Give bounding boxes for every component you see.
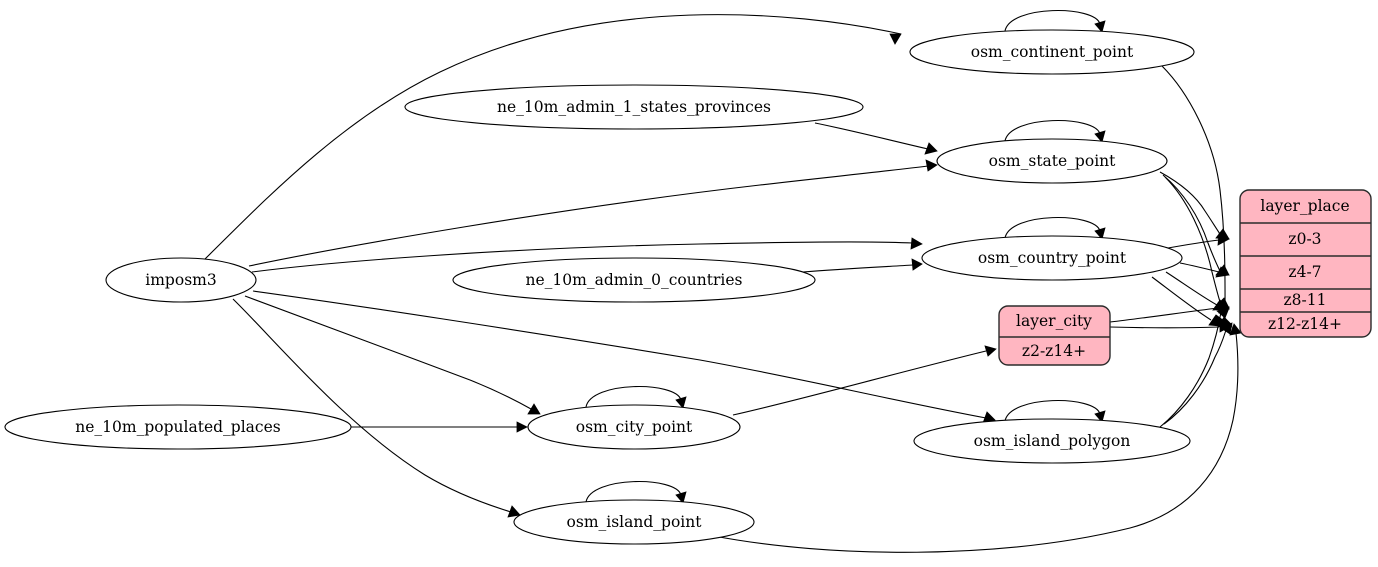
- record-row-layer_place-z4-7[interactable]: z4-7: [1288, 263, 1321, 281]
- edge-osm_island_polygon-to-layer_place-z8-11: [1159, 307, 1230, 428]
- record-row-layer_city-z2-z14plus[interactable]: z2-z14+: [1022, 342, 1086, 360]
- edge-imposm3-to-osm_city_point: [244, 295, 541, 415]
- node-label-ne_10m_admin_0_countries: ne_10m_admin_0_countries: [526, 271, 743, 289]
- edge-imposm3-to-osm_island_polygon: [252, 290, 996, 424]
- edge-self-loop-osm_continent_point: [1004, 10, 1106, 33]
- node-label-osm_continent_point: osm_continent_point: [971, 43, 1134, 61]
- edge-layer: [204, 10, 1242, 553]
- node-label-osm_island_polygon: osm_island_polygon: [974, 432, 1131, 450]
- record-row-layer_place-z0-3[interactable]: z0-3: [1288, 230, 1321, 248]
- node-ne_10m_populated_places[interactable]: ne_10m_populated_places: [4, 404, 352, 450]
- node-label-imposm3: imposm3: [145, 271, 216, 289]
- record-layer: layer_place z0-3 z4-7 z8-11 z12-z14+ lay…: [998, 189, 1372, 366]
- record-row-layer_place-z8-11[interactable]: z8-11: [1284, 291, 1327, 309]
- node-label-ne_10m_admin_1_states_provinces: ne_10m_admin_1_states_provinces: [497, 98, 771, 116]
- edge-self-loop-osm_island_point: [585, 481, 687, 504]
- node-label-osm_city_point: osm_city_point: [576, 418, 693, 436]
- edge-osm_city_point-to-layer_city: [732, 345, 997, 416]
- record-row-layer_place-z12-z14plus[interactable]: z12-z14+: [1268, 315, 1342, 333]
- edge-osm_island_polygon-to-layer_place-z12: [1163, 322, 1233, 425]
- node-label-osm_island_point: osm_island_point: [567, 513, 703, 531]
- edge-ne_10m_admin_1_states_provinces-to-osm_state_point: [814, 122, 938, 155]
- node-label-osm_country_point: osm_country_point: [978, 249, 1127, 267]
- edge-imposm3-to-osm_state_point: [248, 159, 938, 267]
- edge-self-loop-osm_country_point: [1004, 217, 1106, 240]
- node-osm_city_point[interactable]: osm_city_point: [527, 404, 741, 450]
- record-node-layer_place[interactable]: layer_place z0-3 z4-7 z8-11 z12-z14+: [1239, 189, 1372, 338]
- node-ne_10m_admin_0_countries[interactable]: ne_10m_admin_0_countries: [452, 257, 816, 303]
- edge-imposm3-to-osm_continent_point: [204, 14, 902, 260]
- edge-osm_continent_point-to-layer_place-z12: [1161, 65, 1233, 328]
- node-imposm3[interactable]: imposm3: [105, 257, 257, 303]
- node-ne_10m_admin_1_states_provinces[interactable]: ne_10m_admin_1_states_provinces: [404, 84, 864, 130]
- edge-osm_country_point-to-layer_place-z4-7: [1179, 262, 1230, 278]
- node-osm_continent_point[interactable]: osm_continent_point: [909, 29, 1195, 75]
- node-layer: imposm3 ne_10m_admin_1_states_provinces …: [4, 29, 1195, 545]
- node-osm_island_polygon[interactable]: osm_island_polygon: [913, 418, 1191, 464]
- edge-imposm3-to-osm_island_point: [232, 298, 521, 518]
- edge-self-loop-osm_island_polygon: [1004, 400, 1106, 423]
- record-title-layer_city: layer_city: [1016, 312, 1092, 330]
- edge-ne_10m_populated_places-to-osm_city_point: [351, 421, 528, 433]
- node-label-ne_10m_populated_places: ne_10m_populated_places: [75, 418, 280, 436]
- edge-layer_city-to-layer_place-z8-11: [1109, 302, 1230, 323]
- edge-imposm3-to-osm_country_point: [251, 237, 923, 273]
- edge-self-loop-osm_state_point: [1004, 120, 1106, 143]
- node-osm_island_point[interactable]: osm_island_point: [513, 499, 755, 545]
- node-osm_country_point[interactable]: osm_country_point: [921, 235, 1183, 281]
- edge-osm_island_point-to-layer_place-z12: [713, 323, 1242, 553]
- node-osm_state_point[interactable]: osm_state_point: [936, 138, 1168, 184]
- node-label-osm_state_point: osm_state_point: [989, 152, 1117, 170]
- record-title-layer_place: layer_place: [1260, 197, 1349, 215]
- edge-osm_country_point-to-layer_place-z0-3: [1167, 233, 1230, 249]
- edge-self-loop-osm_city_point: [585, 386, 687, 409]
- record-node-layer_city[interactable]: layer_city z2-z14+: [998, 305, 1111, 366]
- edge-ne_10m_admin_0_countries-to-osm_country_point: [802, 258, 923, 273]
